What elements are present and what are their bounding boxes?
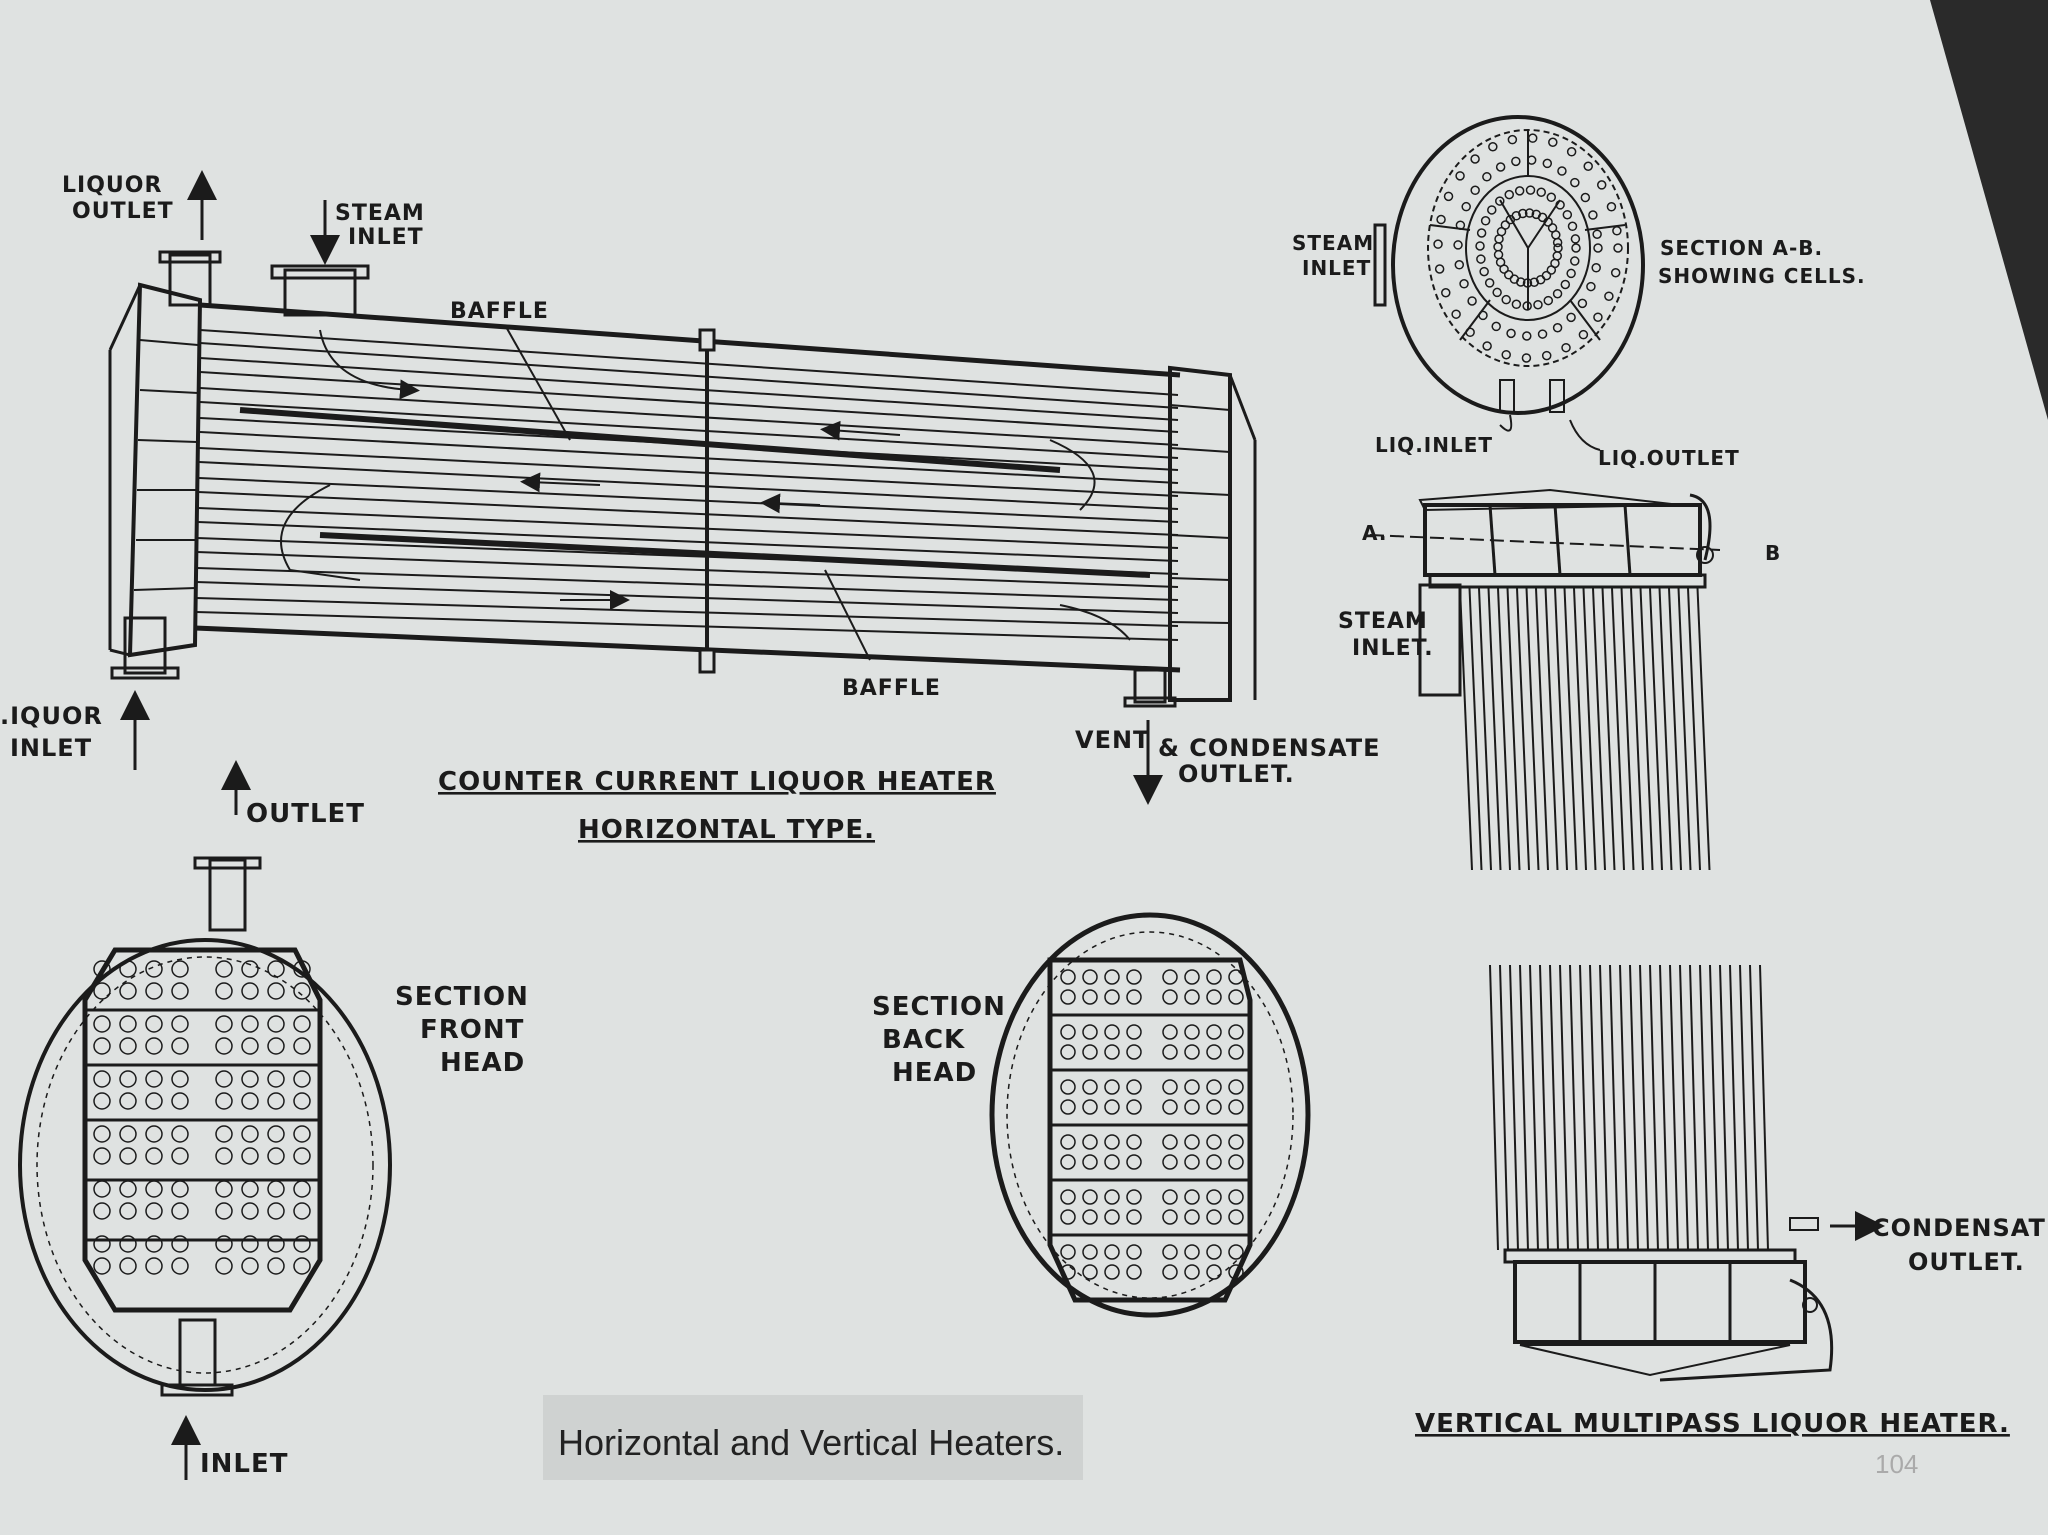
- baffle-top-label: BAFFLE: [450, 299, 549, 324]
- vertical-steam-inlet-label-2: INLET.: [1352, 636, 1434, 661]
- back-head-caption-2: BACK: [882, 1025, 965, 1055]
- section-cells-drawing: [1373, 115, 1645, 451]
- steam-inlet-label-1: STEAM: [335, 201, 425, 226]
- liquor-outlet-label-1: LIQUOR: [62, 173, 162, 198]
- cells-steam-inlet-label-2: INLET: [1302, 256, 1371, 280]
- vertical-heater-title: VERTICAL MULTIPASS LIQUOR HEATER.: [1415, 1409, 2010, 1439]
- liq-inlet-label: LIQ.INLET: [1375, 433, 1493, 457]
- horizontal-heater-title-1: COUNTER CURRENT LIQUOR HEATER: [438, 767, 996, 797]
- horizontal-heater-title-2: HORIZONTAL TYPE.: [578, 815, 875, 845]
- slide-caption: Horizontal and Vertical Heaters.: [558, 1422, 1064, 1463]
- vertical-heater-drawing: [1369, 488, 1885, 1382]
- steam-inlet-label-2: INLET: [348, 225, 424, 250]
- back-head-caption-3: HEAD: [892, 1058, 977, 1088]
- liquor-inlet-label-2: INLET: [10, 734, 92, 762]
- back-head-section-drawing: [989, 912, 1311, 1318]
- outlet-label: OUTLET.: [1178, 760, 1295, 788]
- horizontal-heater-drawing: [108, 170, 1257, 805]
- section-ab-caption-2: SHOWING CELLS.: [1658, 264, 1866, 288]
- cells-steam-inlet-label-1: STEAM: [1292, 231, 1374, 255]
- label-a: A.: [1362, 521, 1387, 545]
- condensate-label: & CONDENSATE: [1158, 734, 1381, 762]
- front-head-caption-2: FRONT: [420, 1015, 524, 1045]
- liq-outlet-label: LIQ.OUTLET: [1598, 446, 1740, 470]
- back-head-caption-1: SECTION: [872, 992, 1006, 1022]
- label-b: B: [1765, 541, 1781, 565]
- page-number: 104: [1875, 1449, 1918, 1479]
- front-head-caption-3: HEAD: [440, 1048, 525, 1078]
- liquor-outlet-label-2: OUTLET: [72, 199, 174, 224]
- front-inlet-label: INLET: [200, 1449, 289, 1479]
- vertical-condensate-label-2: OUTLET.: [1908, 1248, 2025, 1276]
- vent-label: VENT: [1075, 726, 1150, 754]
- vertical-condensate-label-1: CONDENSATE: [1872, 1214, 2048, 1242]
- front-head-caption-1: SECTION: [395, 982, 529, 1012]
- caption-box: [543, 1395, 1083, 1480]
- section-ab-caption-1: SECTION A-B.: [1660, 236, 1823, 260]
- liquor-inlet-label-1: .IQUOR: [0, 702, 103, 730]
- front-outlet-label: OUTLET: [246, 799, 365, 829]
- baffle-bottom-label: BAFFLE: [842, 676, 941, 701]
- vertical-steam-inlet-label-1: STEAM: [1338, 609, 1428, 634]
- front-head-section-drawing: [18, 760, 392, 1480]
